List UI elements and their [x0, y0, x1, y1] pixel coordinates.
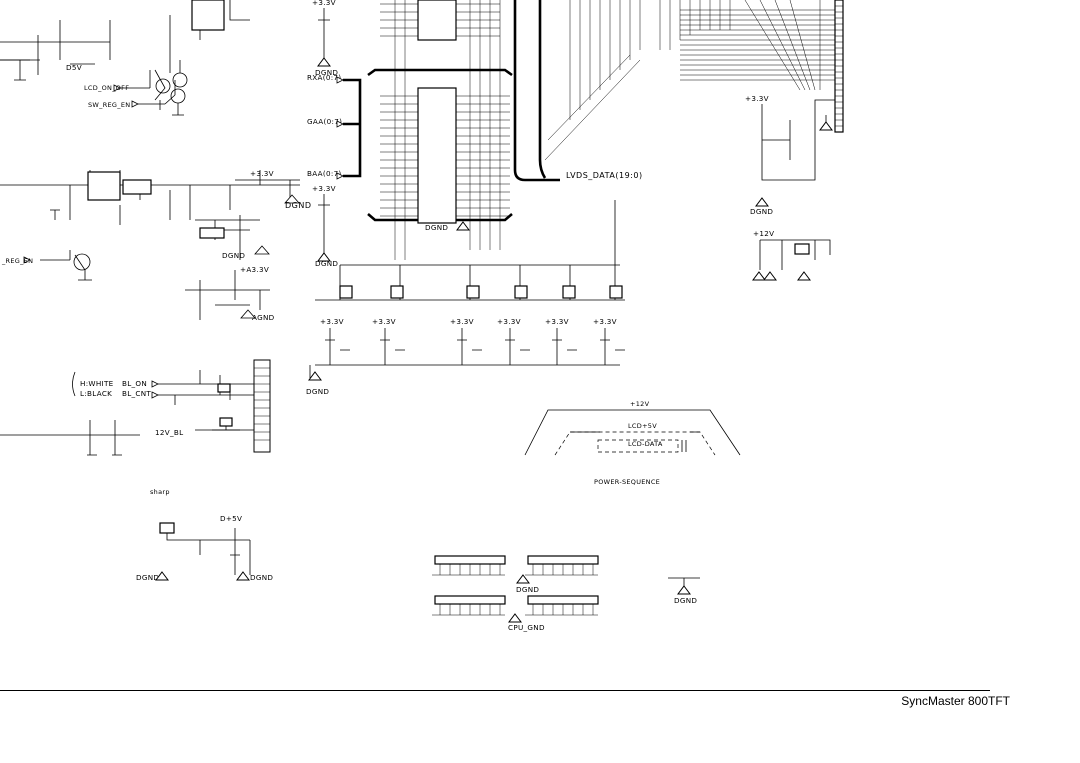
net-v33-c2: +3.3V	[312, 184, 336, 193]
ps-v12-label: +12V	[630, 400, 650, 408]
net-dgnd-c2: DGND	[315, 259, 338, 268]
net-dgnd-left-b: DGND	[285, 201, 312, 210]
net-v12-r: +12V	[753, 229, 774, 238]
note-sharp: sharp	[150, 488, 170, 496]
net-dgnd-bl-a: DGND	[136, 573, 159, 582]
power-sequence-diagram: +12V LCD+5V LCD-DATA POWER-SEQUENCE	[524, 400, 741, 486]
ps-lcd5v-label: LCD+5V	[628, 422, 657, 430]
net-d5v-plus: D+5V	[220, 514, 242, 523]
schematic-canvas: D5V LCD_ON_OFF SW_REG_EN _REG_EN +3.3V D…	[0, 0, 844, 632]
net-baa: BAA(0:7)	[307, 169, 342, 178]
net-12v-bl: 12V_BL	[155, 428, 183, 437]
lvds-connector-block: +3.3V DGND +12V	[544, 0, 844, 281]
backlight-block: H:WHITE L:BLACK BL_ON BL_CNT 12V_BL shar…	[0, 359, 271, 496]
net-bl-cnt: BL_CNT	[122, 389, 151, 398]
jumper-banks: DGND CPU_GND DGND	[432, 555, 700, 632]
regulator-block-middle: _REG_EN +3.3V DGND +A3.3V AGND DGND	[0, 169, 312, 322]
net-v33-r4: +3.3V	[497, 317, 521, 326]
note-h-white: H:WHITE	[80, 379, 114, 388]
net-sw-reg-en: SW_REG_EN	[88, 101, 130, 109]
footer-title: SyncMaster 800TFT	[901, 694, 1010, 708]
net-v33-c1: +3.3V	[312, 0, 336, 7]
net-dgnd-c1: DGND	[315, 68, 338, 77]
net-d5v: D5V	[66, 63, 82, 72]
net-lcd-on-off: LCD_ON_OFF	[84, 84, 129, 92]
lvds-transmitter-block: +3.3V DGND RXA(0:7) GAA(0:7) BAA(0:7) +3…	[306, 0, 643, 396]
net-dgnd-left-a: DGND	[222, 251, 245, 260]
net-dgnd-b2: DGND	[674, 596, 697, 605]
net-bl-on: BL_ON	[122, 379, 147, 388]
net-dgnd-c3: DGND	[425, 223, 448, 232]
net-reg-en: _REG_EN	[1, 257, 33, 265]
ps-title: POWER-SEQUENCE	[594, 478, 660, 486]
net-lvds: LVDS_DATA(19:0)	[566, 171, 643, 180]
net-v33-r1: +3.3V	[320, 317, 344, 326]
net-a33: +A3.3V	[240, 265, 269, 274]
net-dgnd-r1: DGND	[750, 207, 773, 216]
net-v33-left-a: +3.3V	[250, 169, 274, 178]
net-rxa: RXA(0:7)	[307, 73, 341, 82]
net-v33-r3: +3.3V	[450, 317, 474, 326]
net-v33-r5: +3.3V	[545, 317, 569, 326]
regulator-block-top: D5V LCD_ON_OFF SW_REG_EN	[0, 0, 250, 116]
net-dgnd-bl-b: DGND	[250, 573, 273, 582]
ferrite-row	[339, 285, 623, 299]
chip-pins	[380, 3, 510, 217]
net-v33-r: +3.3V	[745, 94, 769, 103]
d5v-connector-block: D+5V DGND DGND	[136, 514, 273, 582]
net-v33-r6: +3.3V	[593, 317, 617, 326]
note-l-black: L:BLACK	[80, 389, 112, 398]
net-cpu-gnd: CPU_GND	[508, 623, 545, 632]
net-v33-r2: +3.3V	[372, 317, 396, 326]
net-dgnd-b1: DGND	[516, 585, 539, 594]
ps-lcd-data-label: LCD-DATA	[628, 440, 663, 448]
net-dgnd-c4: DGND	[306, 387, 329, 396]
net-gaa: GAA(0:7)	[307, 117, 342, 126]
net-agnd: AGND	[252, 313, 275, 322]
footer-rule	[0, 690, 990, 691]
